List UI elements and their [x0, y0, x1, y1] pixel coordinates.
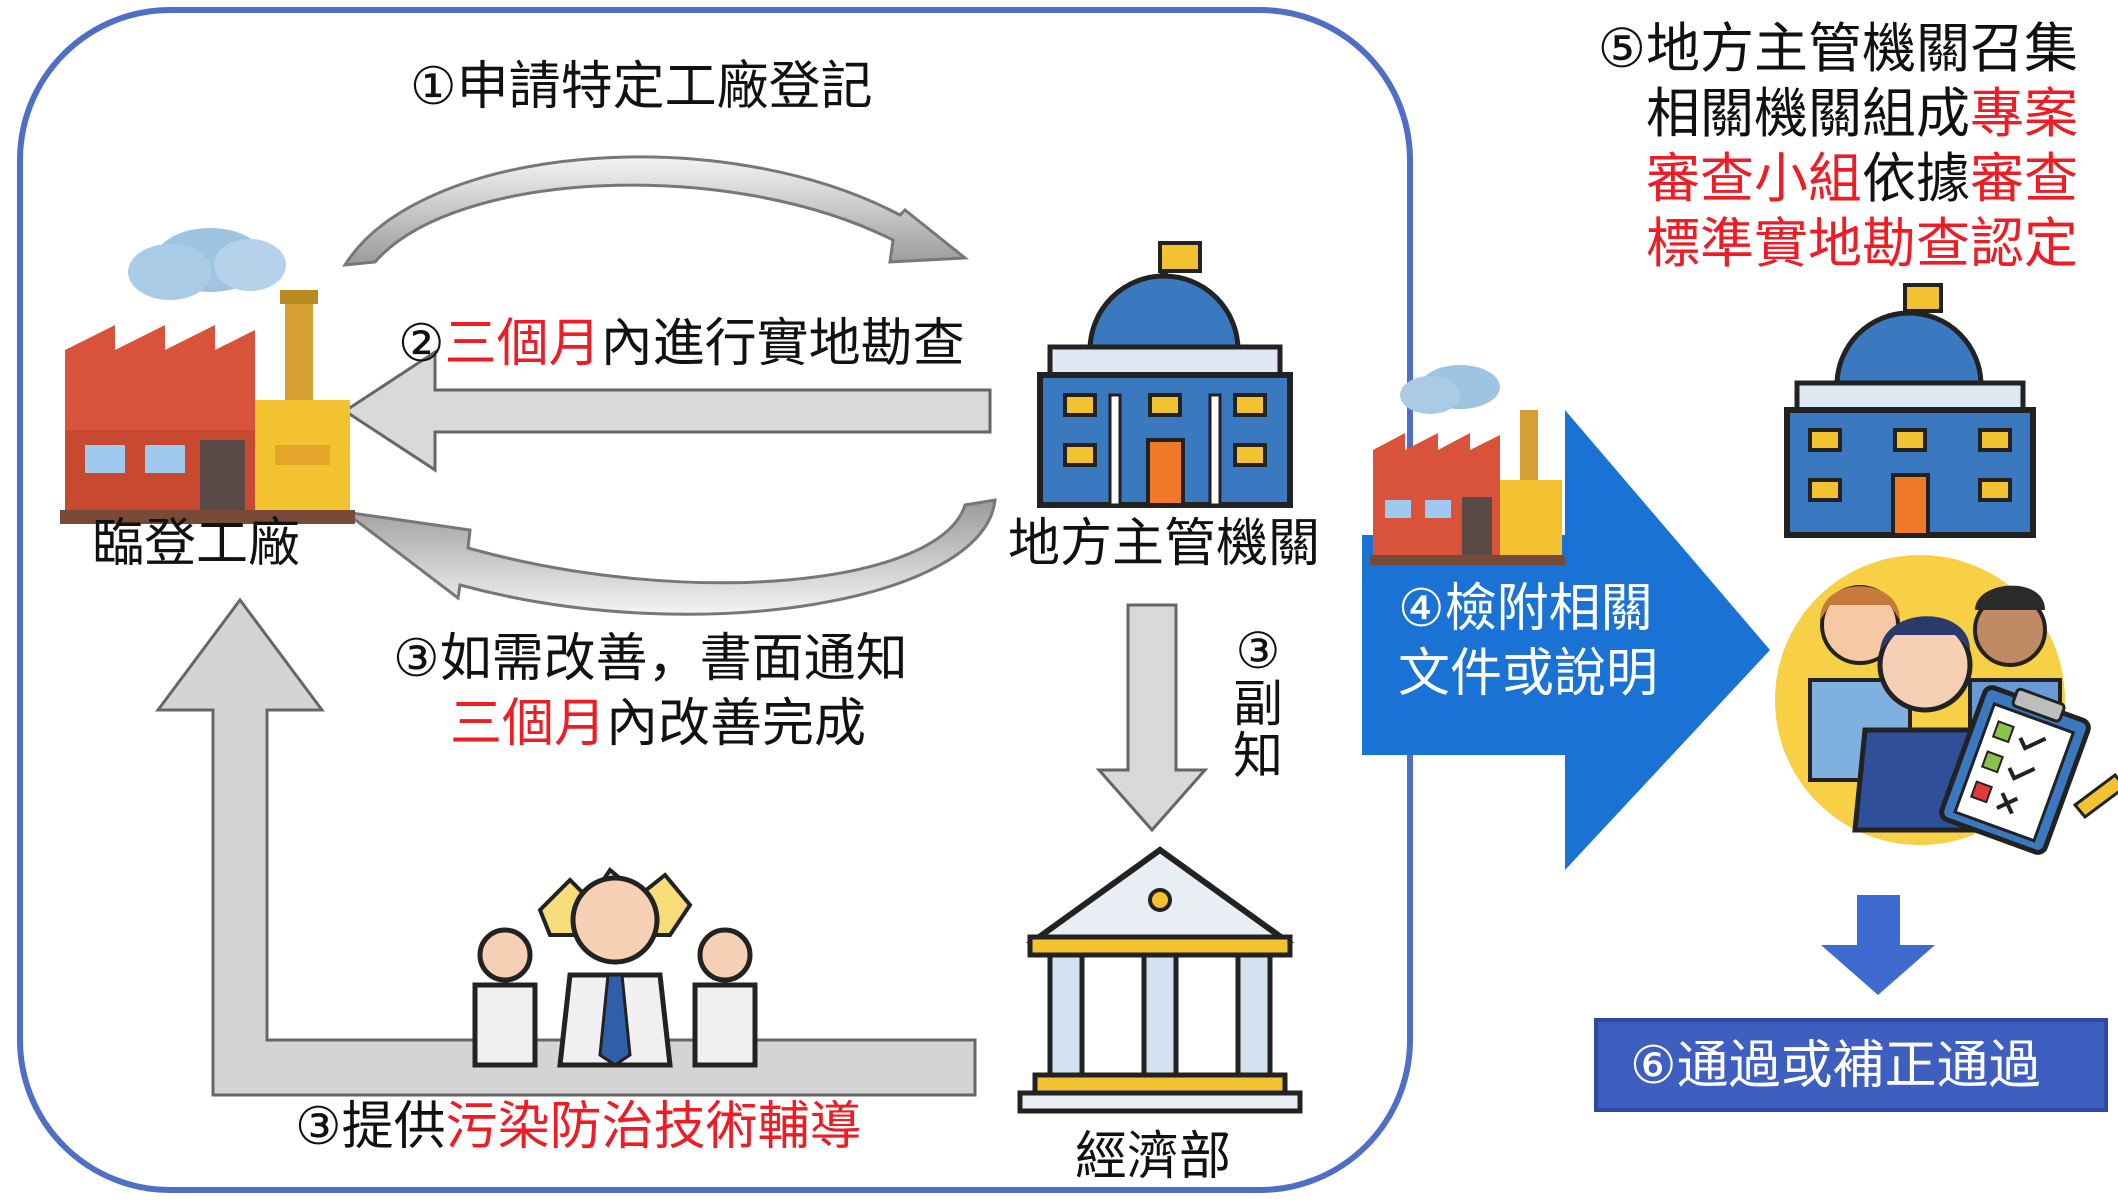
step5-line4: 標準實地勘查認定 — [1646, 212, 2078, 275]
step2-suffix: 內進行實地勘查 — [600, 314, 965, 374]
step3-notice-line2: 三個月內改善完成 — [450, 694, 867, 755]
step1-label: ①申請特定工廠登記 — [410, 57, 873, 117]
step5-line1: ⑤地方主管機關召集 — [1597, 17, 2078, 80]
arrow-result — [1821, 895, 1935, 995]
consultants-icon — [472, 867, 758, 1068]
step2-highlight: 三個月 — [444, 314, 601, 374]
step2-label: ②三個月內進行實地勘查 — [398, 314, 965, 375]
factory-icon — [60, 228, 355, 524]
step5-line3-highlight-b: 審查 — [1970, 147, 2078, 210]
step5-line2-plain: 相關機關組成 — [1646, 82, 1970, 145]
step5-line3-plain: 依據 — [1862, 147, 1970, 210]
small-factory-icon — [1370, 365, 1565, 565]
step3-cc-char-3: 知 — [1233, 727, 1283, 785]
government-building-icon — [1037, 241, 1293, 508]
step4-line1: ④檢附相關 — [1398, 579, 1653, 639]
review-agency-building-icon — [1784, 283, 2036, 538]
step3-cc-char-2: 副 — [1233, 674, 1283, 733]
result-box — [1594, 1018, 2108, 1112]
step5-line3: 審查小組依據審查 — [1646, 147, 2078, 210]
step4-line2: 文件或說明 — [1398, 644, 1659, 704]
review-team-icon — [1775, 555, 2118, 855]
arrow-submit-docs — [1362, 410, 1770, 870]
step3-notice-suffix: 內改善完成 — [606, 694, 867, 754]
local-authority-label: 地方主管機關 — [1008, 514, 1321, 574]
step6-label: ⑥通過或補正通過 — [1630, 1036, 2041, 1096]
moea-label: 經濟部 — [1075, 1127, 1232, 1187]
arrow-inspection — [342, 349, 992, 473]
factory-label: 臨登工廠 — [92, 514, 301, 574]
arrow-apply — [342, 155, 970, 267]
step3-notice-line1: ③如需改善，書面通知 — [393, 629, 908, 689]
arrow-notice — [339, 498, 997, 616]
step5-line2-highlight: 專案 — [1970, 82, 2078, 145]
step2-prefix: ② — [398, 314, 445, 374]
step3-guidance-highlight: 污染防治技術輔導 — [445, 1097, 862, 1157]
moea-building-icon — [1017, 846, 1303, 1114]
step3-notice-highlight: 三個月 — [450, 694, 607, 754]
step5-line2: 相關機關組成專案 — [1646, 82, 2078, 145]
arrow-guidance — [155, 597, 977, 1097]
arrow-cc — [1095, 603, 1209, 833]
step3-guidance-prefix: ③提供 — [295, 1097, 446, 1157]
step3-cc-label: ③ 副 知 — [1228, 625, 1288, 783]
step3-guidance-label: ③提供污染防治技術輔導 — [295, 1097, 862, 1158]
step5-line3-highlight-a: 審查小組 — [1646, 147, 1862, 210]
step3-cc-char-1: ③ — [1235, 622, 1281, 680]
